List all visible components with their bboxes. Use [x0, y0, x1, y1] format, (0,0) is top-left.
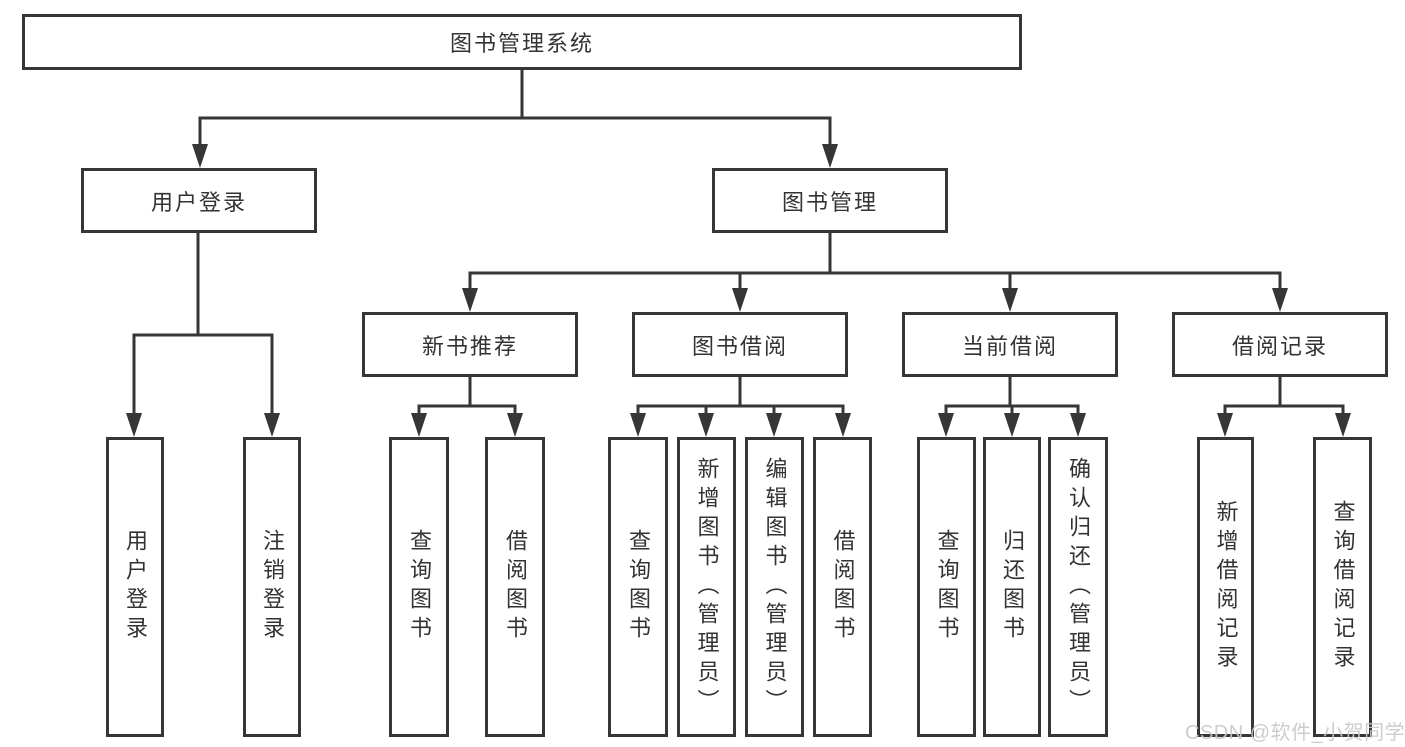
- node-new-book-recommend: 新书推荐: [362, 312, 578, 377]
- node-new-book-recommend-label: 新书推荐: [421, 333, 518, 359]
- node-current-borrow-label: 当前借阅: [961, 333, 1058, 359]
- leaf-query-books-borrow: 查询图书: [608, 437, 668, 737]
- node-current-borrow: 当前借阅: [902, 312, 1118, 377]
- leaf-borrow-books-recommend: 借阅图书: [485, 437, 545, 737]
- leaf-query-books-current: 查询图书: [917, 437, 976, 737]
- leaf-query-books-recommend: 查询图书: [389, 437, 449, 737]
- leaf-query-borrow-record: 查询借阅记录: [1313, 437, 1372, 737]
- node-user-login-label: 用户登录: [150, 189, 247, 215]
- csdn-watermark: CSDN @软件_小贺同学: [1185, 722, 1405, 744]
- node-user-login: 用户登录: [81, 168, 317, 233]
- leaf-add-borrow-record: 新增借阅记录: [1197, 437, 1254, 737]
- arrowheads: [126, 144, 1351, 437]
- leaf-logout: 注销登录: [243, 437, 301, 737]
- leaf-edit-book-admin: 编辑图书（管理员）: [745, 437, 804, 737]
- node-root-label: 图书管理系统: [449, 31, 594, 56]
- node-book-borrow-label: 图书借阅: [691, 333, 788, 359]
- node-book-management-label: 图书管理: [781, 189, 878, 215]
- node-borrow-records-label: 借阅记录: [1231, 333, 1328, 359]
- leaf-user-login: 用户登录: [106, 437, 164, 737]
- leaf-confirm-return-admin: 确认归还（管理员）: [1048, 437, 1108, 737]
- leaf-return-book: 归还图书: [983, 437, 1041, 737]
- node-book-management: 图书管理: [712, 168, 948, 233]
- leaf-borrow-books-borrow: 借阅图书: [813, 437, 872, 737]
- leaf-add-book-admin: 新增图书（管理员）: [677, 437, 736, 737]
- node-root-library-system: 图书管理系统: [22, 14, 1022, 70]
- node-book-borrow: 图书借阅: [632, 312, 848, 377]
- node-borrow-records: 借阅记录: [1172, 312, 1388, 377]
